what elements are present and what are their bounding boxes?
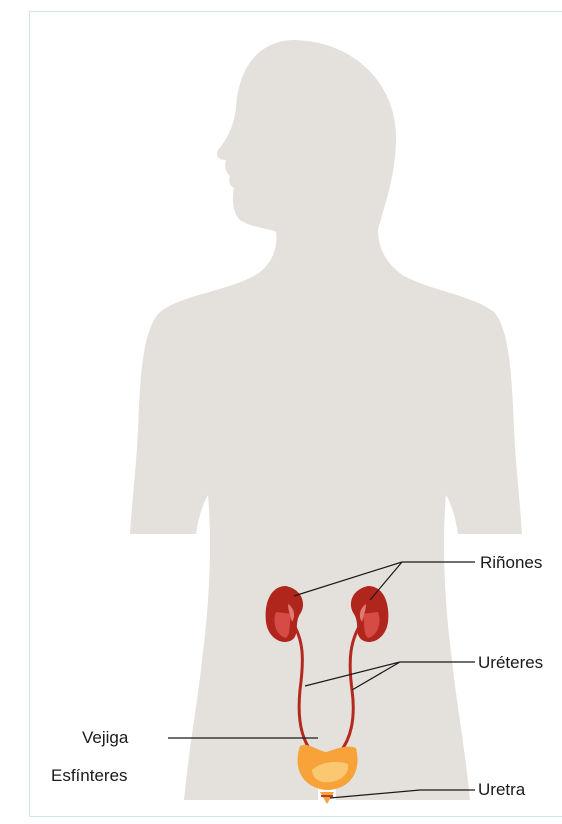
label-uretra: Uretra — [478, 780, 525, 800]
label-vejiga: Vejiga — [82, 728, 128, 748]
body-silhouette — [130, 40, 522, 800]
label-ureteres: Uréteres — [478, 653, 543, 673]
label-rinones: Riñones — [480, 553, 542, 573]
label-esfinteres: Esfínteres — [51, 766, 128, 786]
sphincter-band — [321, 795, 333, 797]
